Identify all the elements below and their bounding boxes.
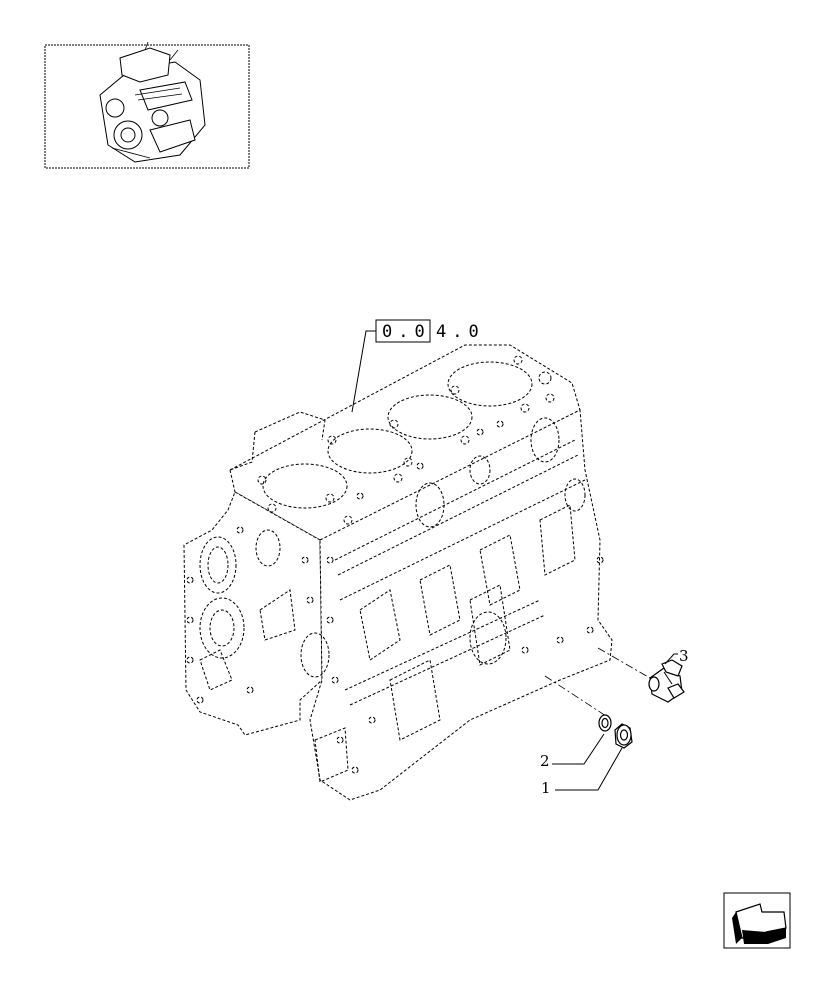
engine-thumbnail-icon[interactable] xyxy=(44,41,250,169)
reference-code-rest: 4.0 xyxy=(436,322,485,342)
return-arrow-icon[interactable] xyxy=(723,892,791,949)
seal-ring-part[interactable] xyxy=(598,714,612,732)
callout-3-leader xyxy=(664,653,678,665)
callout-3-number: 3 xyxy=(679,647,689,665)
engine-block xyxy=(183,344,613,801)
callout-1-leader xyxy=(555,747,623,791)
reference-code-boxed: 0.0 xyxy=(382,322,431,342)
install-line-sensor xyxy=(597,647,651,679)
callout-2-leader xyxy=(552,733,605,765)
reference-group: 0.0 4.0 xyxy=(351,319,485,413)
install-line-plug xyxy=(544,675,607,717)
callout-1-number: 1 xyxy=(541,779,551,797)
plug-part[interactable] xyxy=(614,723,633,749)
reference-leader xyxy=(351,330,376,413)
sensor-part[interactable] xyxy=(648,659,685,703)
callout-2-number: 2 xyxy=(540,752,550,770)
